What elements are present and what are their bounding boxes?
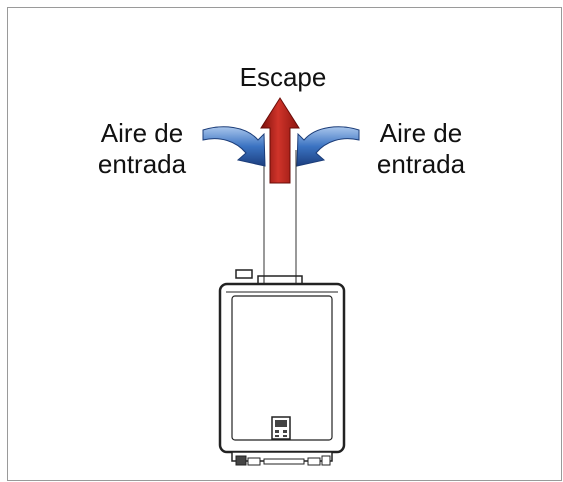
exhaust-arrow-icon [260,97,300,184]
water-heater-icon [218,269,346,466]
intake-arrow-right-icon [296,126,360,167]
intake-label-left: Aire de entrada [84,118,200,180]
intake-label-right: Aire de entrada [363,118,479,180]
intake-label-left-line1: Aire de [100,118,184,148]
exhaust-label-text: Escape [239,62,327,92]
intake-label-left-line2: entrada [97,149,187,179]
vent-pipes [263,150,297,276]
intake-arrow-left-icon [202,126,266,167]
control-panel-icon [271,416,291,440]
intake-label-right-line2: entrada [376,149,466,179]
intake-label-right-line1: Aire de [379,118,463,148]
exhaust-label: Escape [222,62,344,93]
